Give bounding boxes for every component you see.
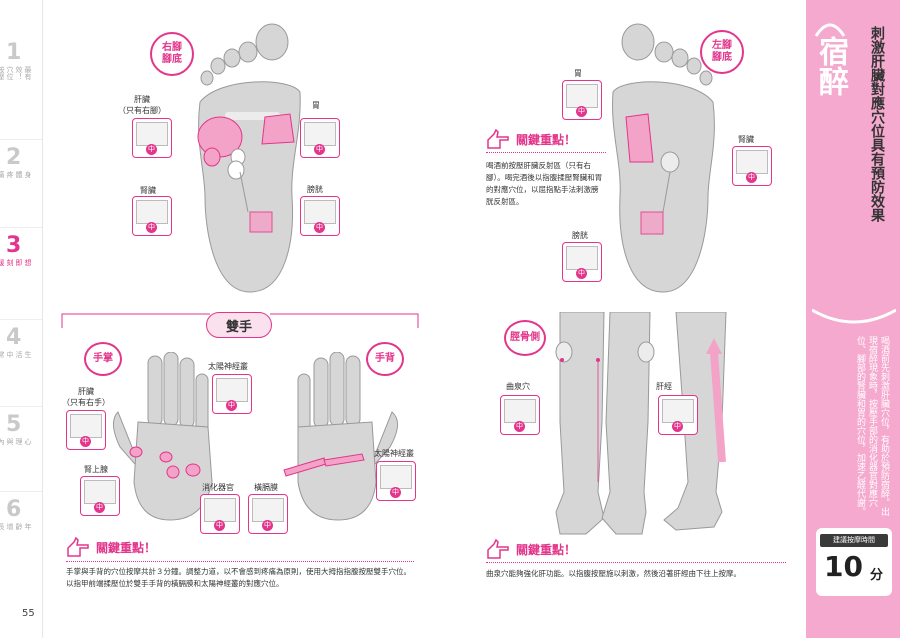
palm-illustration [113,352,213,521]
solar-plexus-back-press-card: 中 [376,461,416,501]
pointing-hand-icon [487,128,509,149]
title-arc-decoration [814,23,846,37]
hands-key-point: 關鍵重點！ [66,536,156,558]
legs-illustration [555,312,727,535]
chapter-number: 6 [6,497,22,522]
stomach-reflex-zone [261,113,295,145]
ququan-label: 曲泉穴 [506,382,530,391]
digestive-press-card: 中 [200,494,240,534]
solar-plexus-press-card: 中 [212,374,252,414]
hand-liver-press-card: 中 [66,410,106,450]
hands-key-text: 手掌與手背的穴位按摩共計３分鐘。調整力道，以不會感到疼痛為原則，使用大拇指指腹按… [66,567,411,588]
palm-label: 手掌 [84,342,122,376]
page-number-left: 55 [22,608,35,619]
ququan-press-card: 中 [500,395,540,435]
bladder-press-card: 中 [300,196,340,236]
left-bladder-label: 膀胱 [572,231,588,240]
foot-key-text: 喝酒前按壓肝臟反射區（只有右腳）。喝完酒後以指腹揉壓腎臟和胃的對應穴位，以屈指點… [486,161,603,206]
left-stomach-label: 胃 [574,69,582,78]
chapter-number: 4 [6,325,22,350]
stomach-press-card: 中 [300,118,340,158]
chapter-title: 生活中常見的不適症狀 [0,351,32,358]
digestive-label: 消化器官 [202,483,234,492]
panel-subtitle: 刺激肝臟對應穴位具有預防效果 [869,26,885,222]
left-foot-sole-illustration [612,23,715,293]
stomach-reflex-zone [625,113,654,163]
foot-key-point: 關鍵重點！ [486,128,576,150]
chapter-number: 3 [6,233,22,258]
pointing-hand-icon [67,536,89,557]
stomach-press-card: 中 [562,80,602,120]
leg-key-point: 關鍵重點！ [486,538,576,560]
bladder-press-card: 中 [562,242,602,282]
right-stomach-label: 胃 [312,101,320,110]
chapter-number: 5 [6,412,22,437]
hands-section-title: 雙手 [206,312,272,338]
chapter-number: 1 [6,40,22,65]
shin-side-label: 脛骨側 [504,320,546,356]
liver-press-card: 中 [132,118,172,158]
chapter-sidebar: 1 最有效！穴位按壓法 2 身體疼痛等不適症狀 3 想即刻緩解的不適症狀 4 生… [0,0,43,638]
panel-divider-wave [812,308,896,324]
key-point-title: 關鍵重點！ [516,542,577,557]
right-foot-label: 右腳 腳底 [150,32,194,76]
panel-body: 喝酒前先刺激肝臟穴位，有助於預防宿醉。出現宿醉現象時，按壓手部的消化器官對應穴位… [855,336,889,516]
left-kidney-label: 腎臟 [738,135,754,144]
right-foot-sole-illustration [197,23,301,293]
right-bladder-label: 膀胱 [307,185,323,194]
right-liver-label: 肝臟 （只有右腳） [118,95,166,115]
liver-meridian-label: 肝經 [656,382,672,391]
pointing-hand-icon [487,538,509,559]
key-divider [66,561,414,563]
chapter-title: 最有效！穴位按壓法 [0,66,32,80]
solar-plexus-palm-label: 太陽神經叢 [208,362,248,371]
hands-frame-top [61,313,419,328]
chapter-number: 2 [6,145,22,170]
hand-liver-label: 肝臟 （只有右手） [62,387,110,407]
bladder-reflex-zone [640,211,664,235]
right-kidney-label: 腎臟 [140,186,156,195]
diaphragm-label: 橫膈膜 [254,483,278,492]
recommended-time-box: 建議按摩時間 10 分 [816,528,892,596]
time-unit: 分 [870,568,884,583]
chapter-title: 想即刻緩解的不適症狀 [0,259,32,266]
bladder-reflex-zone [249,211,273,233]
leg-key-text: 曲泉穴能夠強化肝功能。以指腹按壓施以刺激，然後沿著肝經由下往上按摩。 [486,569,741,578]
chapter-title: 身體疼痛等不適症狀 [0,171,32,178]
panel-title: 宿醉 [813,36,848,96]
liver-meridian-press-card: 中 [658,395,698,435]
time-value: 10 [824,550,863,583]
kidney-press-card: 中 [132,196,172,236]
solar-plexus-back-label: 太陽神經叢 [374,449,414,458]
diaphragm-press-card: 中 [248,494,288,534]
back-of-hand-label: 手背 [366,342,404,376]
kidney-press-card: 中 [732,146,772,186]
left-foot-label: 左腳 腳底 [700,30,744,74]
chapter-title: 年齡增長引起的不適症狀 [0,523,32,530]
back-of-hand-illustration [283,352,398,521]
adrenal-label: 腎上腺 [84,465,108,474]
key-divider [486,562,786,564]
key-point-title: 關鍵重點！ [96,540,157,555]
key-divider [486,152,606,154]
adrenal-press-card: 中 [80,476,120,516]
key-point-title: 關鍵重點！ [516,132,577,147]
time-label: 建議按摩時間 [820,534,888,547]
chapter-title: 心理與內臟的不適症狀 [0,438,32,445]
